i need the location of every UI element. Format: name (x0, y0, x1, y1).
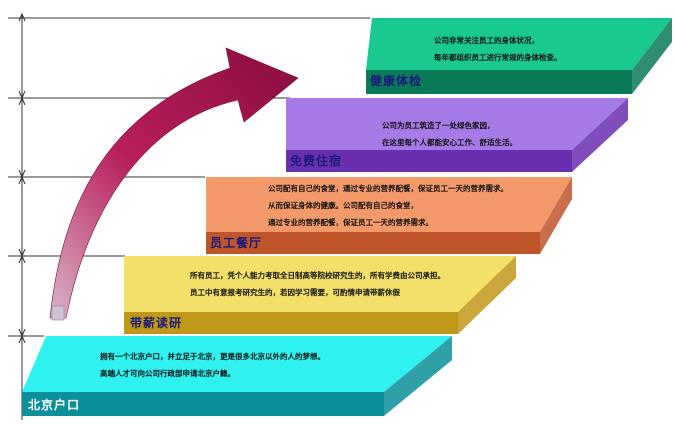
description-line: 公司非常关注员工的身体状况， (434, 36, 539, 45)
step-description-4: 公司为员工筑造了一处绿色家园， 在这里每个人都能安心工作、舒适生活。 (382, 117, 517, 151)
step-side-4 (572, 98, 628, 172)
step-top-1 (22, 336, 452, 392)
step-top-5 (366, 18, 672, 70)
step-front-4 (286, 150, 572, 172)
description-line: 所有员工，凭个人能力考取全日制高等院校研究生的，所有学费由公司承担。 (190, 271, 445, 280)
arrow-base-icon (51, 305, 65, 321)
step-label-3: 员工餐厅 (210, 236, 263, 250)
step-top-2 (124, 256, 516, 312)
step-label-2: 带薪读研 (130, 316, 183, 330)
step-label-4: 免费住宿 (290, 154, 343, 168)
growth-arrow (49, 47, 299, 319)
description-line: 从而保证身体的健康。公司配有自己的食堂， (268, 201, 418, 210)
step-description-2: 所有员工，凭个人能力考取全日制高等院校研究生的，所有学费由公司承担。员工中有意报… (190, 267, 445, 301)
description-line: 员工中有意报考研究生的，若因学习需要，可酌情申请带薪休假 (190, 288, 400, 297)
step-label-5: 健康体检 (370, 74, 423, 88)
step-side-2 (458, 256, 516, 334)
step-description-1: 拥有一个北京户口，并立足于北京，更是很多北京以外的人的梦想。高端人才可向公司行政… (100, 348, 325, 382)
step-description-3: 公司配有自己的食堂，通过专业的营养配餐，保证员工一天的营养需求。从而保证身体的健… (268, 180, 508, 231)
step-front-3 (206, 232, 540, 254)
step-top-4 (286, 98, 628, 150)
step-front-5 (366, 70, 632, 94)
step-side-5 (632, 18, 672, 94)
description-line: 公司为员工筑造了一处绿色家园， (382, 121, 495, 130)
step-side-3 (540, 177, 572, 254)
description-line: 拥有一个北京户口，并立足于北京，更是很多北京以外的人的梦想。 (100, 352, 325, 361)
step-front-2 (124, 312, 458, 334)
step-side-1 (384, 336, 452, 416)
step-front-1 (22, 392, 384, 416)
description-line: 每年都组织员工进行常规的身体检查。 (434, 53, 562, 62)
step-label-1: 北京户口 (28, 398, 81, 412)
description-line: 高端人才可向公司行政部申请北京户籍。 (100, 369, 235, 378)
step-description-5: 公司非常关注员工的身体状况， 每年都组织员工进行常规的身体检查。 (434, 32, 562, 66)
description-line: 公司配有自己的食堂，通过专业的营养配餐，保证员工一天的营养需求。 (268, 184, 508, 193)
description-line: 在这里每个人都能安心工作、舒适生活。 (382, 138, 517, 147)
description-line: 通过专业的营养配餐，保证员工一天的营养需求。 (268, 218, 433, 227)
step-top-3 (206, 177, 572, 232)
